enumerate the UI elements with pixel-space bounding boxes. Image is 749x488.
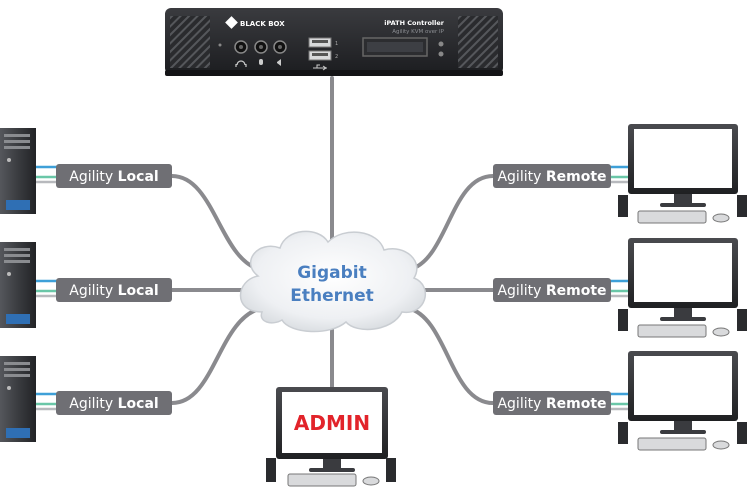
usb-ports: 1 2 [308,37,338,71]
audio-jacks [234,40,287,67]
network-label-line1: Gigabit [297,263,367,283]
agility-remote-unit: Agility Remote [493,278,611,302]
speaker-left-icon [618,195,628,217]
mouse-icon [712,327,730,337]
unit-kind: Remote [546,396,607,412]
agility-remote-unit: Agility Remote [493,164,611,188]
usb-icon [313,64,327,71]
vent-left [170,16,210,68]
speaker-right-icon [737,195,747,217]
headphone-icon [235,60,247,67]
speaker-right-icon [737,422,747,444]
svg-text:Agility Remote: Agility Remote [497,169,606,185]
agility-local-unit: Agility Local [56,391,172,415]
remote-units: Agility Remote Agility Remote Agility Re… [493,164,611,415]
mouse-icon [712,213,730,223]
svg-text:Agility Local: Agility Local [69,396,158,412]
cable-local-3 [170,306,264,405]
unit-kind: Remote [546,283,607,299]
unit-prefix: Agility [69,283,113,299]
monitor-icon [618,238,747,338]
cable-remote-3 [406,306,495,405]
svg-text:Agility Remote: Agility Remote [497,396,606,412]
mouse-icon [362,476,380,486]
unit-kind: Local [118,396,159,412]
monitor-icon [618,124,747,224]
controller-brand: BLACK BOX [240,20,285,28]
speaker-left-icon [266,458,276,482]
ipath-controller: BLACK BOX iPATH Controller Agility KVM o… [165,8,503,76]
speaker-icon [277,59,281,66]
local-units: Agility Local Agility Local Agility Loca… [56,164,172,415]
cable-local-1 [170,174,264,272]
keyboard-icon [637,437,707,451]
computer-tower-icon [0,356,36,442]
controller-subtitle: Agility KVM over IP [392,29,444,35]
unit-prefix: Agility [497,283,541,299]
gigabit-ethernet-cloud: Gigabit Ethernet [239,230,426,333]
admin-label: ADMIN [294,411,370,435]
keyboard-icon [637,210,707,224]
speaker-right-icon [737,309,747,331]
unit-kind: Local [118,169,159,185]
remote-workstations [618,124,747,451]
keyboard-icon [637,324,707,338]
controller-model: iPATH Controller [384,19,445,27]
computer-tower-icon [0,128,36,214]
cable-remote-1 [406,174,495,272]
unit-prefix: Agility [497,396,541,412]
svg-text:2: 2 [335,54,338,60]
svg-text:Agility Local: Agility Local [69,283,158,299]
unit-prefix: Agility [69,169,113,185]
svg-text:Agility Remote: Agility Remote [497,283,606,299]
admin-workstation: ADMIN [266,387,396,487]
svg-text:Agility Local: Agility Local [69,169,158,185]
unit-kind: Remote [546,169,607,185]
speaker-left-icon [618,422,628,444]
speaker-left-icon [618,309,628,331]
network-label-line2: Ethernet [290,286,374,306]
speaker-right-icon [386,458,396,482]
unit-prefix: Agility [69,396,113,412]
local-computers [0,128,36,442]
computer-tower-icon [0,242,36,328]
keyboard-icon [287,473,357,487]
mouse-icon [712,440,730,450]
agility-remote-unit: Agility Remote [493,391,611,415]
agility-local-unit: Agility Local [56,278,172,302]
unit-kind: Local [118,283,159,299]
unit-prefix: Agility [497,169,541,185]
monitor-icon [618,351,747,451]
accent-stubs [36,165,630,411]
microphone-icon [259,59,263,65]
agility-local-unit: Agility Local [56,164,172,188]
svg-text:1: 1 [335,41,338,47]
vent-right [458,16,498,68]
blackbox-logo: BLACK BOX [225,16,285,29]
